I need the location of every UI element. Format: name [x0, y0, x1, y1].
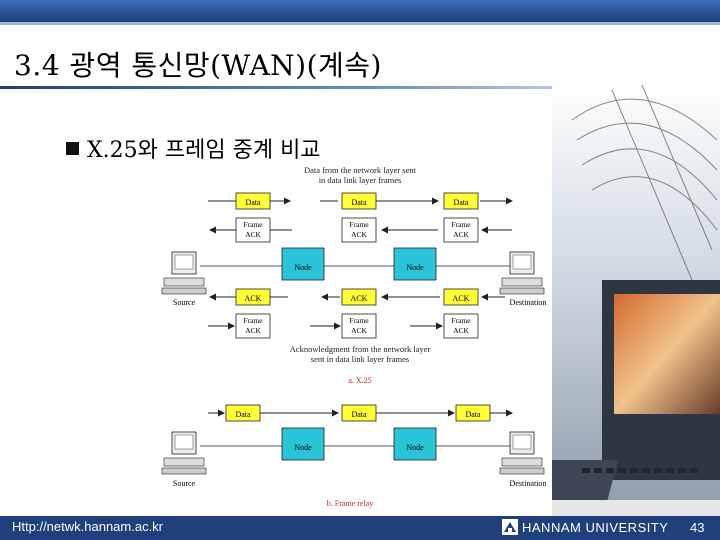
slide-title: 3.4 광역 통신망(WAN)(계속) — [14, 49, 382, 82]
frame-ack-line2: ACK — [245, 326, 261, 335]
footer-bar — [0, 516, 720, 540]
node-label: Node — [406, 263, 424, 272]
bottom-caption-line2: sent in data link layer frames — [311, 354, 409, 364]
destination-label: Destination — [510, 298, 547, 307]
node-label: Node — [294, 443, 312, 452]
frame-ack-line2: ACK — [453, 326, 469, 335]
university-logo-icon — [502, 519, 518, 535]
top-caption-line2: in data link layer frames — [319, 175, 402, 185]
data-label: Data — [351, 198, 367, 207]
node-box — [393, 247, 437, 281]
ack-label: ACK — [245, 294, 262, 303]
source-label: Source — [173, 479, 196, 488]
destination-computer-icon — [499, 431, 545, 475]
data-label: Data — [245, 198, 261, 207]
bullet-text: X.25와 프레임 중계 비교 — [87, 138, 321, 163]
x25-frame-ack-row-top: Frame ACK Frame ACK Frame ACK — [209, 217, 512, 243]
frame-ack-line2: ACK — [453, 230, 469, 239]
node-box — [281, 427, 325, 461]
frame-ack-line1: Frame — [349, 220, 369, 229]
data-label: Data — [351, 410, 367, 419]
node-box — [281, 247, 325, 281]
caption-frame-relay: b. Frame relay — [327, 499, 373, 508]
data-frame-box — [341, 192, 377, 210]
source-computer-icon — [161, 251, 207, 295]
x25-frame-ack-row-bottom: Frame ACK Frame ACK Frame ACK — [208, 313, 479, 339]
ack-label: ACK — [351, 294, 368, 303]
destination-label: Destination — [510, 479, 547, 488]
node-label: Node — [406, 443, 424, 452]
title-divider — [0, 86, 720, 89]
frame-ack-line2: ACK — [245, 230, 261, 239]
decorative-photo — [552, 80, 720, 520]
footer-university: HANNAM UNIVERSITY — [522, 520, 669, 535]
x25-ack-row: ACK ACK ACK — [209, 288, 505, 306]
frame-ack-line1: Frame — [451, 316, 471, 325]
bullet-item: X.25와 프레임 중계 비교 — [66, 132, 321, 164]
ack-label: ACK — [453, 294, 470, 303]
frame-ack-line2: ACK — [351, 326, 367, 335]
node-box — [393, 427, 437, 461]
top-banner-accent — [0, 22, 720, 25]
data-frame-box — [443, 192, 479, 210]
footer-url: Http://netwk.hannam.ac.kr — [12, 519, 164, 534]
page-number: 43 — [690, 520, 705, 535]
caption-x25: a. X.25 — [348, 376, 371, 385]
top-banner — [0, 0, 720, 22]
data-label: Data — [453, 198, 469, 207]
destination-computer-icon — [499, 251, 545, 295]
frame-ack-line1: Frame — [243, 220, 263, 229]
frame-ack-line1: Frame — [451, 220, 471, 229]
data-label: Data — [235, 410, 251, 419]
top-caption-line1: Data from the network layer sent — [304, 165, 417, 175]
x25-data-row: Data Data Data — [208, 192, 513, 210]
frame-relay-data-row: Data Data Data — [208, 404, 513, 422]
source-computer-icon — [161, 431, 207, 475]
frame-ack-line1: Frame — [349, 316, 369, 325]
x25-frame-relay-diagram: Data from the network layer sent in data… — [161, 165, 547, 508]
node-label: Node — [294, 263, 312, 272]
data-frame-box — [235, 192, 271, 210]
frame-ack-line1: Frame — [243, 316, 263, 325]
source-label: Source — [173, 298, 196, 307]
square-bullet-icon — [66, 141, 79, 155]
frame-ack-line2: ACK — [351, 230, 367, 239]
bottom-caption-line1: Acknowledgment from the network layer — [290, 344, 431, 354]
data-label: Data — [465, 410, 481, 419]
